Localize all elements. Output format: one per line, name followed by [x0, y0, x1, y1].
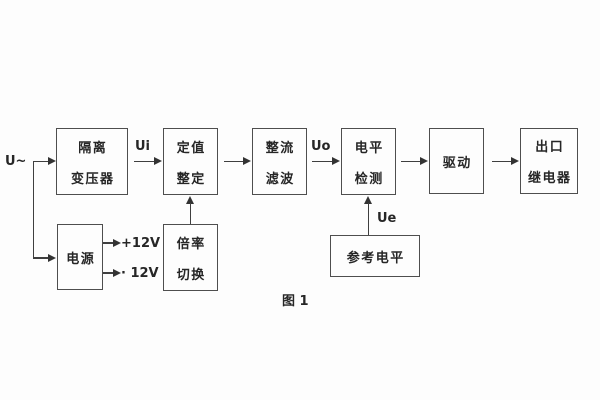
label-ue: Ue: [377, 211, 397, 226]
block-ratio-switch: 倍率 切换: [163, 224, 218, 291]
block-drive-label: 驱动: [442, 155, 472, 171]
arrowhead-input-to-power: [48, 253, 56, 262]
block-reference-level: 参考电平: [330, 235, 420, 277]
block-reference-label: 参考电平: [346, 250, 405, 266]
block-power-label: 电源: [66, 251, 96, 267]
arrowhead-reference-to-level: [364, 196, 372, 204]
block-rectifier-line2: 滤波: [265, 171, 295, 187]
block-setting-line2: 整定: [176, 171, 206, 187]
connector-setting-to-rectifier-line: [224, 160, 243, 163]
block-power-supply: 电源: [57, 224, 103, 290]
block-level-line2: 检测: [354, 171, 384, 187]
arrowhead-ratio-to-setting: [186, 196, 194, 204]
block-rectifier-line1: 整流: [265, 140, 295, 156]
block-setting-line1: 定值: [176, 140, 206, 156]
connector-ratio-to-setting-line: [189, 203, 192, 224]
block-isolation-line2: 变压器: [70, 171, 115, 187]
arrowhead-power-minus12: [113, 268, 121, 277]
block-ratio-line1: 倍率: [176, 236, 206, 252]
connector-isolation-to-setting-line: [134, 160, 154, 163]
figure-caption: 图 1: [282, 294, 309, 309]
label-uo: Uo: [311, 139, 331, 154]
block-relay-line1: 出口: [535, 140, 565, 155]
block-relay-line2: 继电器: [527, 171, 572, 186]
block-isolation-line1: 隔离: [78, 140, 108, 156]
connector-input-to-power-line: [33, 257, 48, 259]
arrowhead-power-plus12: [113, 238, 121, 247]
block-level-detect: 电平 检测: [341, 128, 396, 195]
connector-level-to-drive-line: [401, 160, 420, 163]
block-setpoint-setting: 定值 整定: [163, 128, 218, 195]
label-minus-12v: · 12V: [121, 266, 159, 281]
connector-input-branch-vline: [32, 161, 35, 258]
arrowhead-rectifier-to-level: [332, 157, 340, 165]
connector-drive-to-relay-line: [492, 160, 511, 163]
label-plus-12v: +12V: [121, 236, 161, 251]
block-drive: 驱动: [429, 128, 484, 194]
arrowhead-input-to-isolation: [48, 157, 56, 165]
connector-input-to-isolation-line: [33, 160, 48, 163]
label-input-voltage: U~: [5, 154, 27, 169]
block-output-relay: 出口 继电器: [520, 128, 578, 194]
block-isolation-transformer: 隔离 变压器: [56, 128, 128, 195]
arrowhead-isolation-to-setting: [154, 157, 162, 165]
block-level-line1: 电平: [354, 140, 384, 156]
arrowhead-drive-to-relay: [511, 157, 519, 165]
connector-power-plus12-line: [103, 242, 113, 244]
connector-rectifier-to-level-line: [312, 160, 332, 163]
arrowhead-setting-to-rectifier: [243, 157, 251, 165]
block-ratio-line2: 切换: [176, 267, 206, 283]
connector-power-minus12-line: [103, 272, 113, 274]
label-ui: Ui: [135, 139, 151, 154]
block-rectifier-filter: 整流 滤波: [252, 128, 307, 195]
connector-reference-to-level-line: [367, 203, 370, 235]
arrowhead-level-to-drive: [420, 157, 428, 165]
